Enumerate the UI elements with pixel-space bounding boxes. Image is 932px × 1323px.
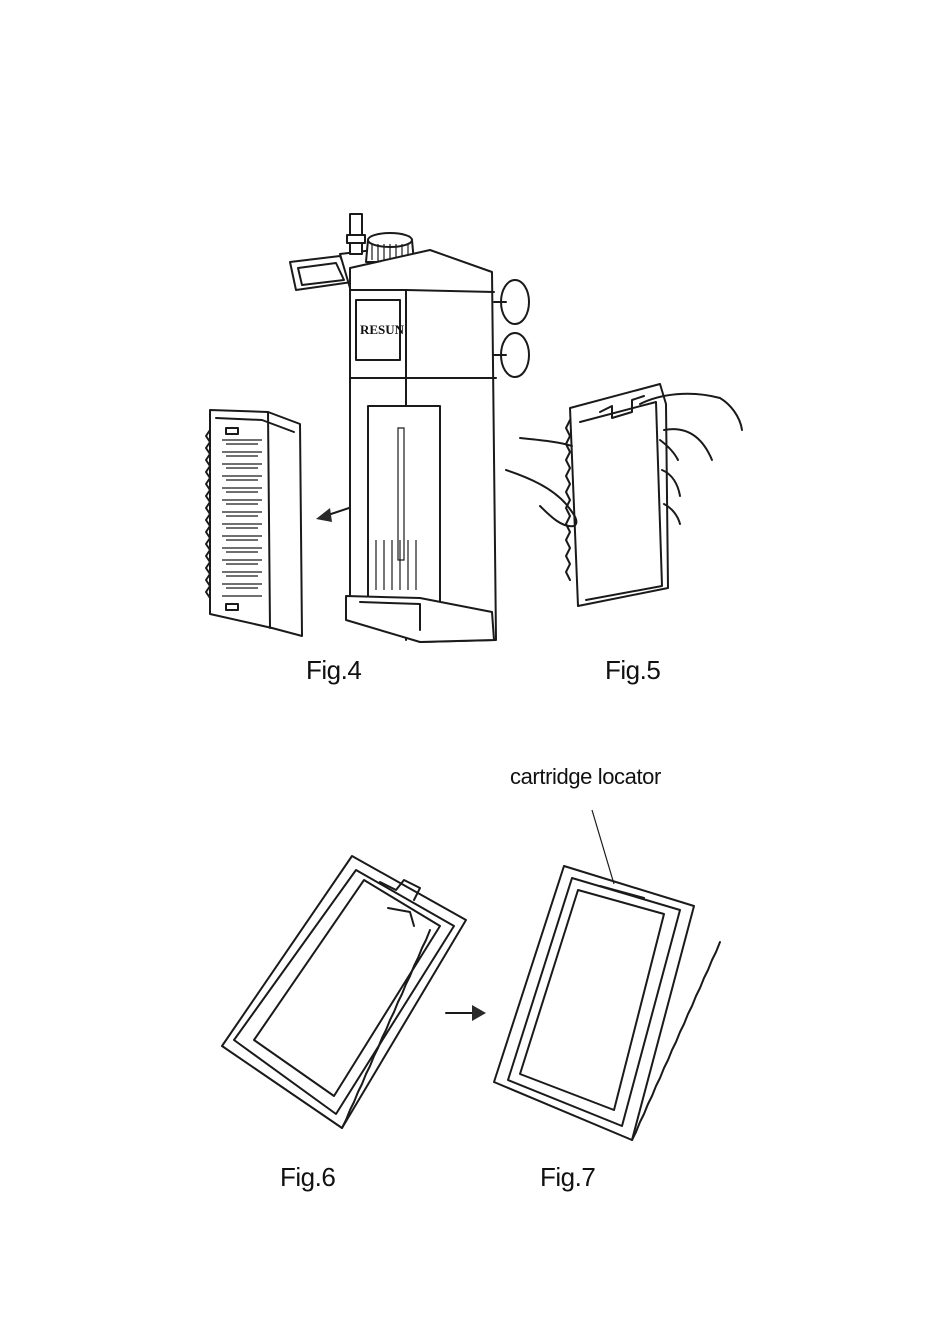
- fig6-to-fig7-arrow: [446, 1005, 486, 1021]
- fig7-callout-label: cartridge locator: [510, 764, 661, 790]
- fig4-arrow: [316, 507, 352, 522]
- fig4-caption: Fig.4: [306, 655, 361, 686]
- fig5-caption: Fig.5: [605, 655, 660, 686]
- fig4-filter-cover: [206, 410, 302, 636]
- fig4-brand-logo: RESUN: [360, 322, 405, 337]
- fig6-cartridge-frame: [222, 856, 466, 1128]
- fig7-cartridge-frame: [494, 810, 720, 1140]
- fig7-caption: Fig.7: [540, 1162, 595, 1193]
- fig6-caption: Fig.6: [280, 1162, 335, 1193]
- fig4-filter-body: RESUN: [290, 214, 529, 642]
- fig7-callout-line: [592, 810, 614, 884]
- fig5-hands-cartridge: [506, 384, 742, 606]
